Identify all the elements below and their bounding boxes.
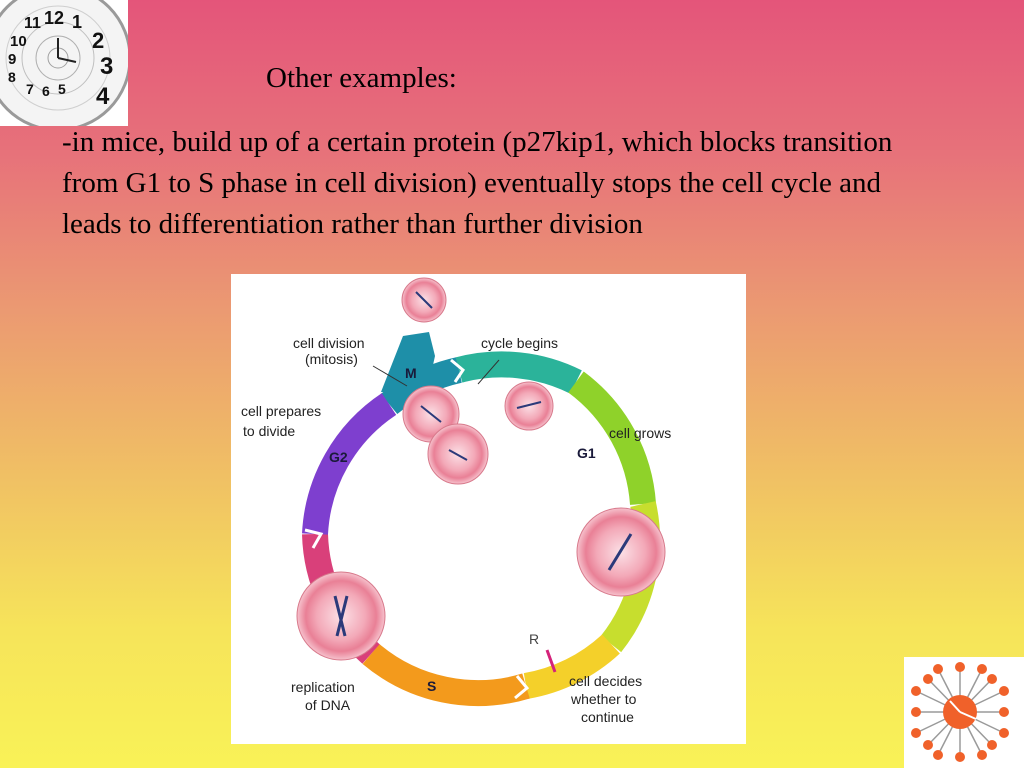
clock-number: 6 xyxy=(42,83,50,99)
clock-number: 11 xyxy=(24,15,41,32)
label-cell-prepares: cell prepares xyxy=(241,403,321,419)
clock-number: 10 xyxy=(10,33,27,50)
ring-s-segment xyxy=(362,643,530,707)
label-whether-to: whether to xyxy=(570,691,637,707)
retro-ball-clock-image xyxy=(904,657,1024,768)
cell-g1-early xyxy=(504,381,554,431)
slide-title: Other examples: xyxy=(266,62,457,94)
clock-number: 7 xyxy=(26,81,34,97)
label-cell-grows: cell grows xyxy=(609,425,671,441)
mitosis-wedge xyxy=(381,332,435,392)
ring-g2-segment xyxy=(302,393,397,535)
label-cell-division: cell division xyxy=(293,335,365,351)
clock-number: 9 xyxy=(8,51,16,68)
label-replication: replication xyxy=(291,679,355,695)
label-of-dna: of DNA xyxy=(305,697,351,713)
label-to-divide: to divide xyxy=(243,423,295,439)
phase-s-label: S xyxy=(427,678,436,694)
restriction-point-marker xyxy=(545,649,557,673)
label-cell-decides: cell decides xyxy=(569,673,642,689)
clock-number: 1 xyxy=(72,12,82,32)
clock-number: 2 xyxy=(92,28,104,53)
ring-cycle-begins-segment xyxy=(455,351,582,394)
clock-number: 8 xyxy=(8,69,16,85)
label-continue: continue xyxy=(581,709,634,725)
cell-top xyxy=(401,277,447,323)
slide-body-text: -in mice, build up of a certain protein … xyxy=(62,126,893,240)
phase-m-label: M xyxy=(405,365,417,381)
clock-number: 4 xyxy=(96,83,110,110)
phase-g2-label: G2 xyxy=(329,449,348,465)
spiral-clock-image: 11 12 1 10 2 9 3 8 4 7 6 5 xyxy=(0,0,128,126)
cell-s-large xyxy=(296,571,386,661)
phase-g1-label: G1 xyxy=(577,445,596,461)
cell-g1-large xyxy=(576,507,666,597)
cell-cycle-diagram: cell division (mitosis) cycle begins cel… xyxy=(231,274,746,744)
cycle-begins-pointer xyxy=(477,359,500,385)
label-mitosis: (mitosis) xyxy=(305,351,358,367)
ring-r-segment xyxy=(523,634,620,699)
clock-number: 5 xyxy=(58,81,66,97)
cell-dividing xyxy=(402,385,489,485)
label-cycle-begins: cycle begins xyxy=(481,335,558,351)
clock-number: 3 xyxy=(100,53,113,80)
clock-number: 12 xyxy=(44,8,64,28)
ring-g1-segment xyxy=(568,371,656,506)
phase-r-label: R xyxy=(529,631,539,647)
mitosis-pointer xyxy=(372,365,408,387)
